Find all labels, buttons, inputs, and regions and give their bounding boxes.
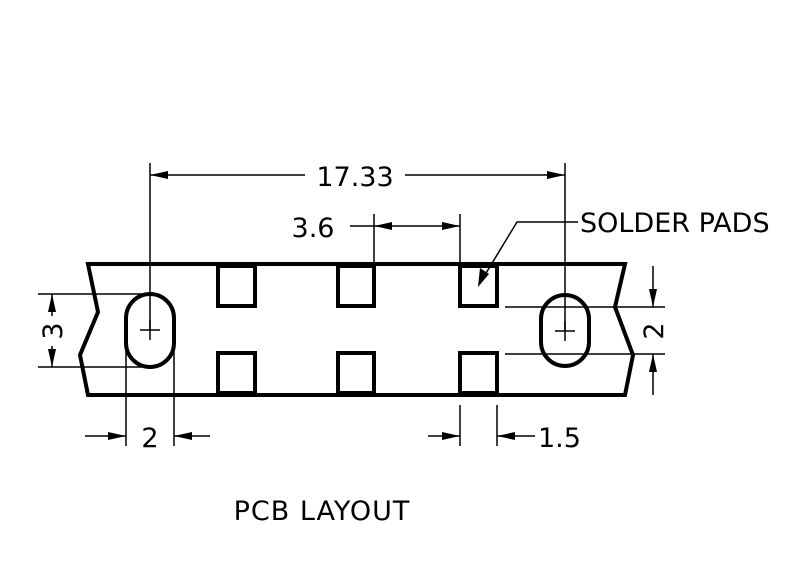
slot-height-label: 3 (38, 322, 69, 339)
pad-width-label: 1.5 (538, 423, 581, 454)
overall-pitch-label: 17.33 (316, 162, 393, 193)
dimension-pad-width: 1.5 (428, 405, 581, 454)
solder-pad (458, 351, 499, 395)
right-slot-height-label: 2 (639, 322, 670, 339)
dimension-pad-spacing: 3.6 (292, 213, 461, 264)
slot-width-label: 2 (141, 423, 158, 454)
dimension-slot-height: 3 (38, 293, 150, 368)
solder-pad (336, 351, 376, 395)
dimension-slot-width: 2 (85, 340, 210, 454)
solder-pad (458, 264, 499, 308)
dimension-overall-pitch: 17.33 (149, 162, 566, 331)
solder-pad (336, 264, 376, 308)
solder-pads-callout: SOLDER PADS (478, 208, 770, 287)
solder-pad (216, 264, 257, 308)
board-outline (77, 262, 636, 397)
drawing-title: PCB LAYOUT (234, 496, 411, 527)
solder-pads (216, 264, 499, 395)
solder-pads-label: SOLDER PADS (580, 208, 770, 239)
solder-pad (216, 351, 257, 395)
pad-spacing-label: 3.6 (292, 213, 335, 244)
dimension-right-slot-height: 2 (505, 266, 670, 395)
